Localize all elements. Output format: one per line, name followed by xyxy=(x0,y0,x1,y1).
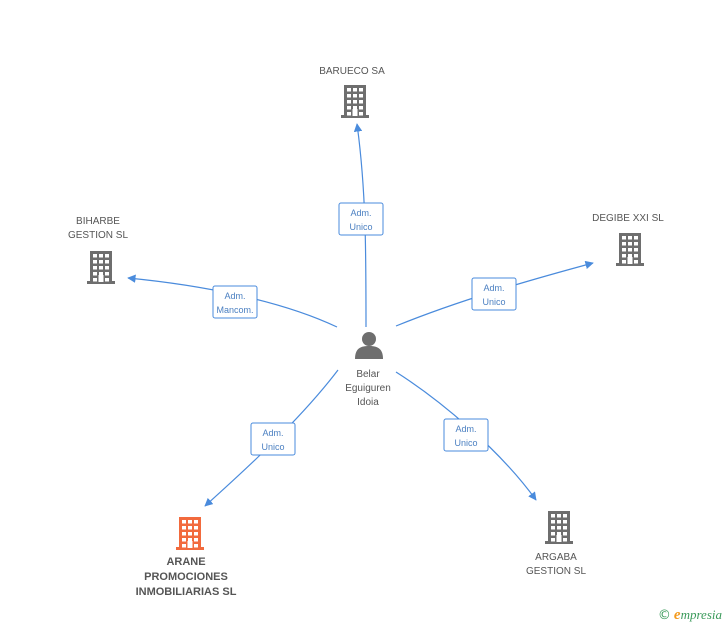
svg-text:Adm.Unico: Adm.Unico xyxy=(454,424,477,448)
company-name-degibe: DEGIBE XXI SL xyxy=(592,213,664,224)
role-tag-arane[interactable]: Adm.Unico xyxy=(250,422,296,456)
svg-text:Adm.Unico: Adm.Unico xyxy=(349,208,372,232)
svg-text:Adm.Unico: Adm.Unico xyxy=(482,283,505,307)
svg-text:Adm.Mancom.: Adm.Mancom. xyxy=(216,291,253,315)
role-tag-biharbe[interactable]: Adm.Mancom. xyxy=(212,285,258,319)
building-icon[interactable] xyxy=(176,517,204,550)
building-icon[interactable] xyxy=(616,233,644,266)
building-icon[interactable] xyxy=(545,511,573,544)
brand-logo[interactable]: empresia xyxy=(673,607,722,623)
role-tag-barueco[interactable]: Adm.Unico xyxy=(338,202,384,236)
edges-layer xyxy=(127,123,594,507)
person-icon[interactable] xyxy=(355,332,383,359)
svg-text:Adm.Unico: Adm.Unico xyxy=(261,428,284,452)
copyright-footer: © empresia xyxy=(658,607,722,624)
role-tag-argaba[interactable]: Adm.Unico xyxy=(443,418,489,452)
building-icon[interactable] xyxy=(87,251,115,284)
role-tag-degibe[interactable]: Adm.Unico xyxy=(471,277,517,311)
copyright-icon: © xyxy=(657,608,671,623)
edge-labels-layer: Adm.UnicoAdm.Mancom.Adm.UnicoAdm.UnicoAd… xyxy=(212,202,517,456)
company-name-barueco: BARUECO SA xyxy=(319,66,385,77)
building-icon[interactable] xyxy=(341,85,369,118)
